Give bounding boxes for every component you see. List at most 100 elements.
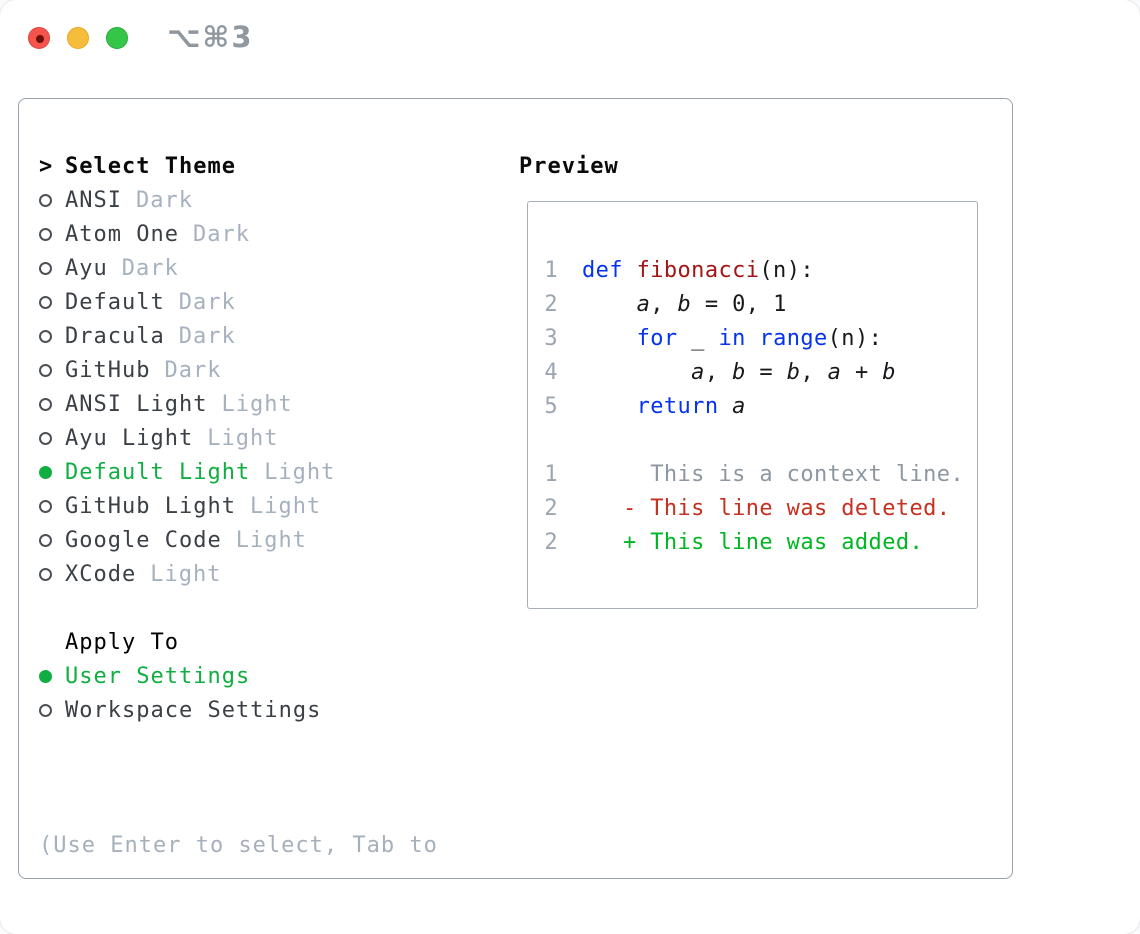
close-dot-icon bbox=[36, 35, 44, 43]
theme-variant-tag: Dark bbox=[121, 255, 179, 281]
line-content: - This line was deleted. bbox=[622, 495, 951, 521]
radio-marker bbox=[39, 669, 65, 683]
theme-name: Ayu bbox=[65, 255, 108, 281]
line-content: This is a context line. bbox=[582, 461, 965, 487]
radio-marker bbox=[39, 193, 65, 207]
theme-variant-tag: Light bbox=[264, 459, 336, 485]
theme-variant-tag: Dark bbox=[178, 323, 236, 349]
radio-marker bbox=[39, 329, 65, 343]
line-number: 2 bbox=[544, 529, 558, 555]
line-number: 4 bbox=[544, 359, 558, 385]
line-number: 3 bbox=[544, 325, 558, 351]
line-number: 5 bbox=[544, 393, 558, 419]
line-number: 1 bbox=[544, 461, 558, 487]
close-button[interactable] bbox=[28, 27, 50, 49]
radio-marker bbox=[39, 533, 65, 547]
theme-variant-tag: Dark bbox=[192, 221, 250, 247]
line-content: a, b = b, a + b bbox=[691, 359, 896, 385]
radio-icon bbox=[39, 499, 52, 513]
theme-name: Default bbox=[65, 289, 165, 315]
minimize-button[interactable] bbox=[67, 27, 89, 49]
radio-marker bbox=[39, 295, 65, 309]
radio-icon bbox=[39, 397, 52, 411]
theme-variant-tag: Dark bbox=[178, 289, 236, 315]
radio-marker bbox=[39, 499, 65, 513]
radio-icon bbox=[39, 227, 52, 241]
radio-icon bbox=[39, 431, 52, 445]
code-line bbox=[544, 423, 977, 457]
theme-name: Ayu Light bbox=[65, 425, 194, 451]
theme-name: GitHub bbox=[65, 357, 151, 383]
apply-option-user-settings[interactable]: User Settings bbox=[39, 659, 479, 693]
hint-line-1: (Use Enter to select, Tab to bbox=[39, 833, 438, 858]
theme-name: XCode bbox=[65, 561, 137, 587]
theme-variant-tag: Dark bbox=[164, 357, 222, 383]
line-content: + This line was added. bbox=[622, 529, 924, 555]
radio-marker bbox=[39, 567, 65, 581]
code-line: 2 a, b = 0, 1 bbox=[544, 287, 977, 321]
theme-option-github-light[interactable]: GitHub Light Light bbox=[39, 489, 479, 523]
radio-icon bbox=[39, 533, 52, 547]
code-line: 3 for _ in range(n): bbox=[544, 321, 977, 355]
line-content: return a bbox=[636, 393, 746, 419]
theme-name: ANSI Light bbox=[65, 391, 208, 417]
radio-marker bbox=[39, 363, 65, 377]
line-content: for _ in range(n): bbox=[636, 325, 883, 351]
apply-option-label: Workspace Settings bbox=[65, 697, 322, 723]
radio-marker bbox=[39, 431, 65, 445]
radio-marker bbox=[39, 703, 65, 717]
theme-variant-tag: Light bbox=[150, 561, 222, 587]
line-content: a, b = 0, 1 bbox=[636, 291, 787, 317]
traffic-lights bbox=[28, 27, 128, 49]
radio-selected-icon bbox=[39, 465, 52, 479]
radio-icon bbox=[39, 295, 52, 309]
code-line: 4 a, b = b, a + b bbox=[544, 355, 977, 389]
apply-to-title: Apply To bbox=[65, 629, 179, 655]
theme-option-atom-one[interactable]: Atom One Dark bbox=[39, 217, 479, 251]
window-title: ⌥⌘3 bbox=[167, 20, 254, 54]
theme-name: Dracula bbox=[65, 323, 165, 349]
radio-selected-icon bbox=[39, 669, 52, 683]
theme-variant-tag: Dark bbox=[135, 187, 193, 213]
radio-marker bbox=[39, 465, 65, 479]
keyboard-hint: (Use Enter to select, Tab to change focu… bbox=[39, 761, 479, 934]
prompt-marker: > bbox=[39, 153, 54, 179]
theme-name: Atom One bbox=[65, 221, 179, 247]
line-number: 2 bbox=[544, 495, 558, 521]
theme-option-xcode[interactable]: XCode Light bbox=[39, 557, 479, 591]
radio-icon bbox=[39, 703, 52, 717]
theme-option-dracula[interactable]: Dracula Dark bbox=[39, 319, 479, 353]
theme-variant-tag: Light bbox=[249, 493, 322, 519]
window-titlebar: ⌥⌘3 bbox=[0, 0, 1140, 98]
diff-line: 1 This is a context line. bbox=[544, 457, 977, 491]
theme-option-default[interactable]: Default Dark bbox=[39, 285, 479, 319]
zoom-button[interactable] bbox=[106, 27, 128, 49]
preview-title: Preview bbox=[519, 153, 619, 179]
apply-to-header: Apply To bbox=[39, 625, 479, 659]
code-line: 5 return a bbox=[544, 389, 977, 423]
diff-line: 2 - This line was deleted. bbox=[544, 491, 977, 525]
radio-icon bbox=[39, 261, 52, 275]
apply-option-workspace-settings[interactable]: Workspace Settings bbox=[39, 693, 479, 727]
theme-option-github[interactable]: GitHub Dark bbox=[39, 353, 479, 387]
line-number: 1 bbox=[544, 257, 558, 283]
diff-line: 2 + This line was added. bbox=[544, 525, 977, 559]
radio-icon bbox=[39, 193, 52, 207]
theme-name: GitHub Light bbox=[65, 493, 236, 519]
theme-name: Google Code bbox=[65, 527, 222, 553]
theme-option-ayu[interactable]: Ayu Dark bbox=[39, 251, 479, 285]
radio-icon bbox=[39, 567, 52, 581]
line-number: 2 bbox=[544, 291, 558, 317]
